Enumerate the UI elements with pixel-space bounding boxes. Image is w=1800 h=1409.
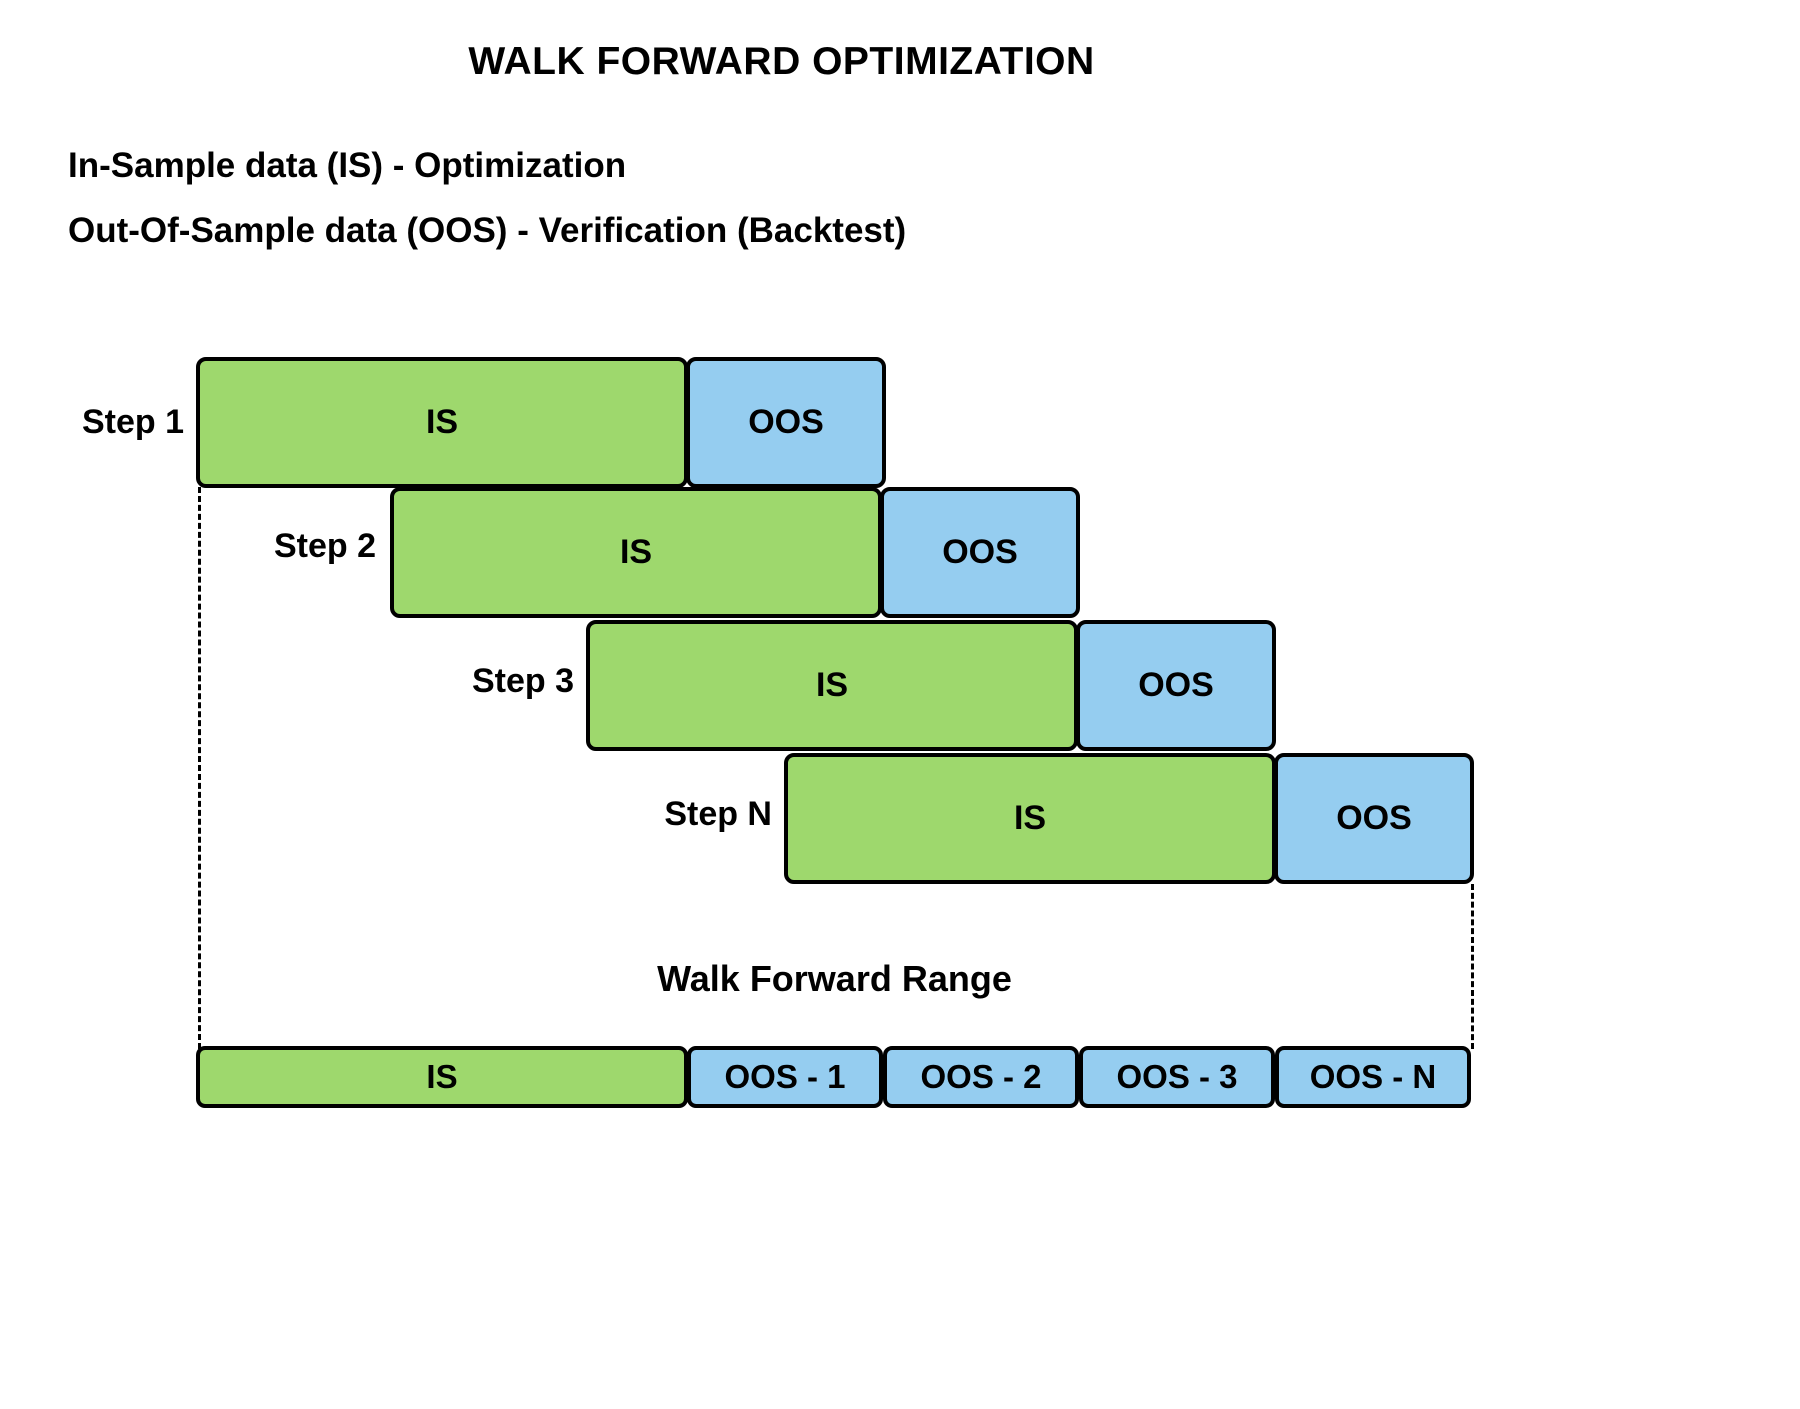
summary-bar-is[interactable]: IS	[196, 1046, 688, 1108]
step-label-n: Step N	[664, 795, 772, 833]
legend-in-sample: In-Sample data (IS) - Optimization	[68, 146, 627, 185]
step-label-3: Step 3	[471, 662, 574, 700]
summary-bar-oos-1[interactable]: OOS - 1	[687, 1046, 883, 1108]
bar-stepn-is[interactable]: IS	[784, 753, 1276, 884]
range-guide-right	[1471, 884, 1474, 1049]
bar-step1-oos[interactable]: OOS	[686, 357, 886, 488]
bar-step1-is[interactable]: IS	[196, 357, 688, 488]
page-title: WALK FORWARD OPTIMIZATION	[468, 40, 1095, 83]
bar-step3-oos[interactable]: OOS	[1076, 620, 1276, 751]
summary-bar-oos-2[interactable]: OOS - 2	[883, 1046, 1079, 1108]
summary-bar-oos-3[interactable]: OOS - 3	[1079, 1046, 1275, 1108]
range-guide-left	[198, 487, 201, 1049]
bar-stepn-oos[interactable]: OOS	[1274, 753, 1474, 884]
legend-out-of-sample: Out-Of-Sample data (OOS) - Verification …	[68, 211, 907, 250]
bar-step2-oos[interactable]: OOS	[880, 487, 1080, 618]
walk-forward-range-label: Walk Forward Range	[657, 958, 1012, 999]
summary-bar-oos-n[interactable]: OOS - N	[1275, 1046, 1471, 1108]
bar-step2-is[interactable]: IS	[390, 487, 882, 618]
bar-step3-is[interactable]: IS	[586, 620, 1078, 751]
step-label-2: Step 2	[273, 527, 376, 565]
step-label-1: Step 1	[81, 403, 184, 441]
